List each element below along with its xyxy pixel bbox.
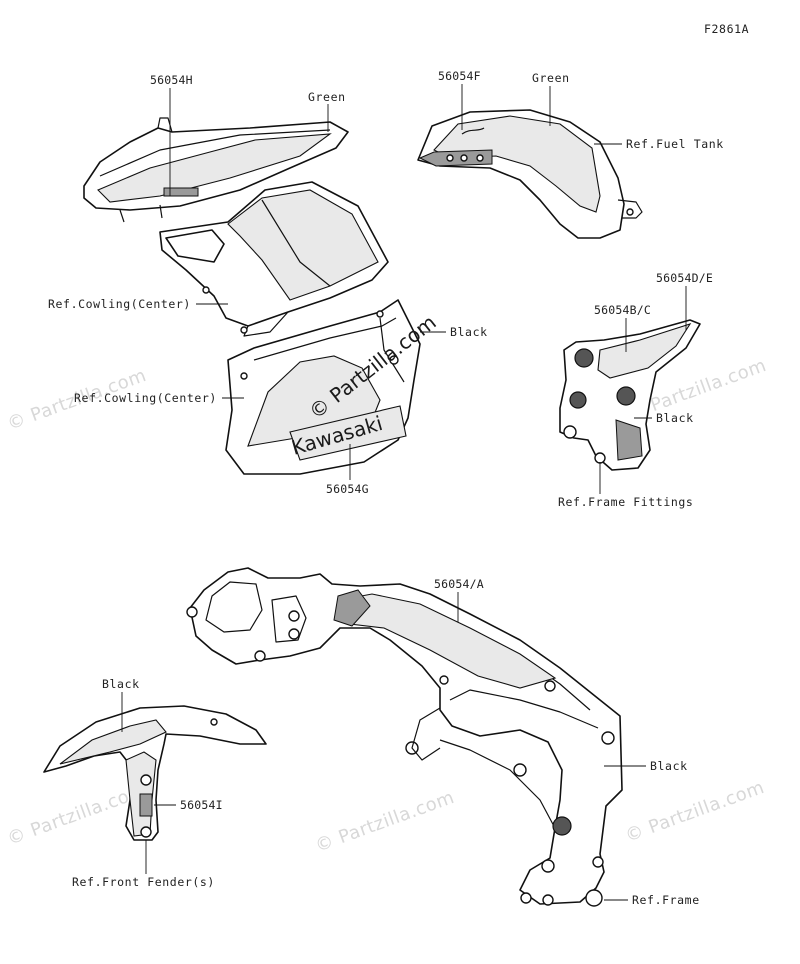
center-cowling-part <box>159 181 389 337</box>
callout-labels: 56054H Green 56054F Green Ref.Fuel Tank … <box>48 69 724 907</box>
watermark: © Partzilla.com <box>313 787 458 857</box>
fuel-tank-part <box>417 109 643 239</box>
label-black-fender: Black <box>102 677 140 691</box>
frame-fittings-part <box>559 319 701 471</box>
upper-cowling-part <box>83 117 349 223</box>
label-black-frame: Black <box>650 759 688 773</box>
label-ref-frame: Ref.Frame <box>632 893 700 907</box>
label-ref-frame-fittings: Ref.Frame Fittings <box>558 495 693 509</box>
label-56054I: 56054I <box>180 798 223 812</box>
leader-lines <box>121 84 687 901</box>
label-56054F: 56054F <box>438 69 481 83</box>
label-56054H: 56054H <box>150 73 193 87</box>
label-green-tank: Green <box>532 71 570 85</box>
label-black-frame-fittings: Black <box>656 411 694 425</box>
label-black-cowling: Black <box>450 325 488 339</box>
figure-id: F2861A <box>704 22 749 36</box>
label-56054DE: 56054D/E <box>656 271 713 285</box>
label-56054A: 56054/A <box>434 577 484 591</box>
label-56054BC: 56054B/C <box>594 303 651 317</box>
main-frame-part <box>186 567 623 907</box>
label-ref-cowling-center-upper: Ref.Cowling(Center) <box>48 297 191 311</box>
lower-cowling-part: Kawasaki © Partzilla.com <box>225 299 441 475</box>
label-56054G: 56054G <box>326 482 369 496</box>
label-ref-front-fenders: Ref.Front Fender(s) <box>72 875 215 889</box>
label-green-cowling: Green <box>308 90 346 104</box>
front-fender-part <box>43 705 267 841</box>
label-ref-fuel-tank: Ref.Fuel Tank <box>626 137 724 151</box>
label-ref-cowling-center-lower: Ref.Cowling(Center) <box>74 391 217 405</box>
watermark: © Partzilla.com <box>623 777 768 847</box>
